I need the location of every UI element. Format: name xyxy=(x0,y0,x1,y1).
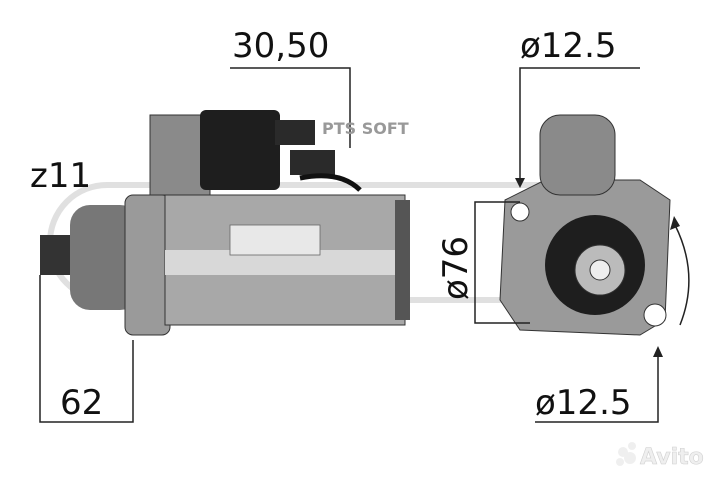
dimension-teeth: z11 xyxy=(30,156,91,196)
dimension-arrows xyxy=(515,178,680,357)
dimension-top-right: ø12.5 xyxy=(520,26,617,66)
dimension-lines xyxy=(39,67,690,423)
dimension-top-left: 30,50 xyxy=(232,26,329,66)
dimension-diameter: ø76 xyxy=(436,236,476,300)
starter-side-view xyxy=(40,110,410,336)
starter-front-view xyxy=(499,114,671,336)
svg-text:Avito: Avito xyxy=(640,445,704,470)
dimension-length: 62 xyxy=(60,383,103,423)
pts-soft-watermark: PTS SOFT xyxy=(322,119,409,138)
avito-watermark: Avito xyxy=(616,442,704,470)
dimension-bottom-right: ø12.5 xyxy=(535,383,632,423)
